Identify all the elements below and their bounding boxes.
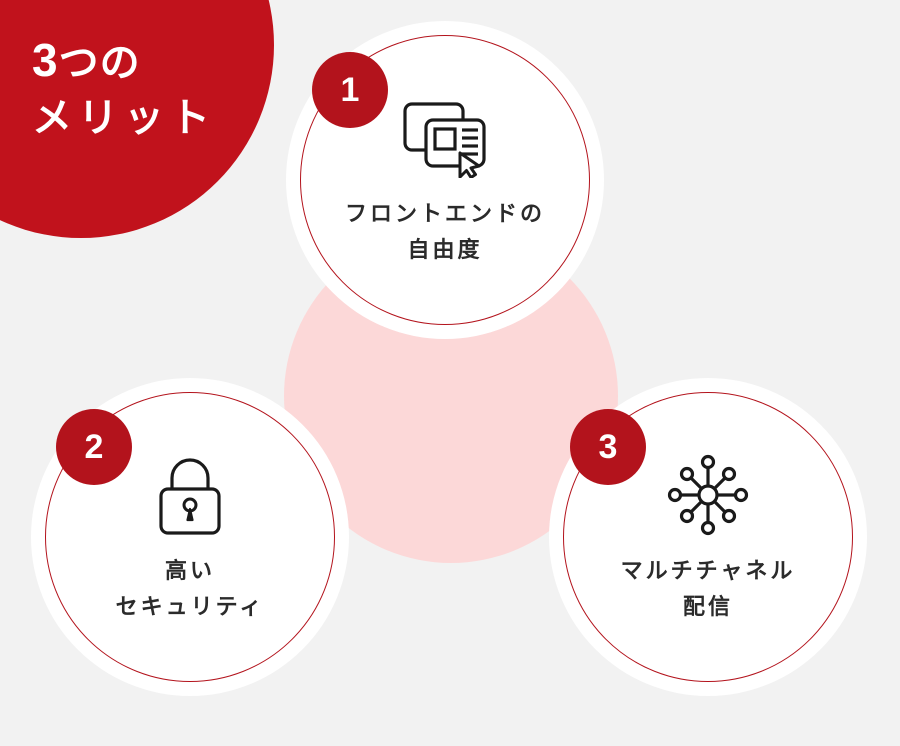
network-hub-icon <box>658 449 758 541</box>
feature-number-badge-1: 1 <box>312 52 388 128</box>
feature-label-3-line2: 配信 <box>682 594 733 619</box>
feature-label-1-line2: 自由度 <box>407 237 483 262</box>
hero-text-block: 3つの メリット <box>0 0 274 238</box>
feature-label-2-line1: 高い <box>164 557 215 583</box>
padlock-icon <box>140 449 240 541</box>
feature-number-badge-2: 2 <box>56 409 132 485</box>
feature-label-3: マルチチャネル 配信 <box>621 553 796 626</box>
browser-cards-cursor-icon <box>395 92 495 184</box>
hero-headline-line1: 3つの <box>32 34 141 87</box>
feature-circle-2[interactable]: 高い セキュリティ <box>31 378 349 696</box>
feature-label-2: 高い セキュリティ <box>116 553 265 626</box>
hero-number: 3 <box>32 34 59 86</box>
feature-label-3-line1: マルチチャネル <box>620 557 796 583</box>
hero-number-suffix: つの <box>58 41 141 85</box>
feature-label-2-line2: セキュリティ <box>115 594 265 619</box>
hero-red-circle: 3つの メリット <box>0 0 274 238</box>
hero-headline-line2: メリット <box>32 95 216 140</box>
feature-label-1-line1: フロントエンドの <box>344 200 545 226</box>
feature-number-badge-3: 3 <box>570 409 646 485</box>
feature-label-1: フロントエンドの 自由度 <box>345 196 545 269</box>
